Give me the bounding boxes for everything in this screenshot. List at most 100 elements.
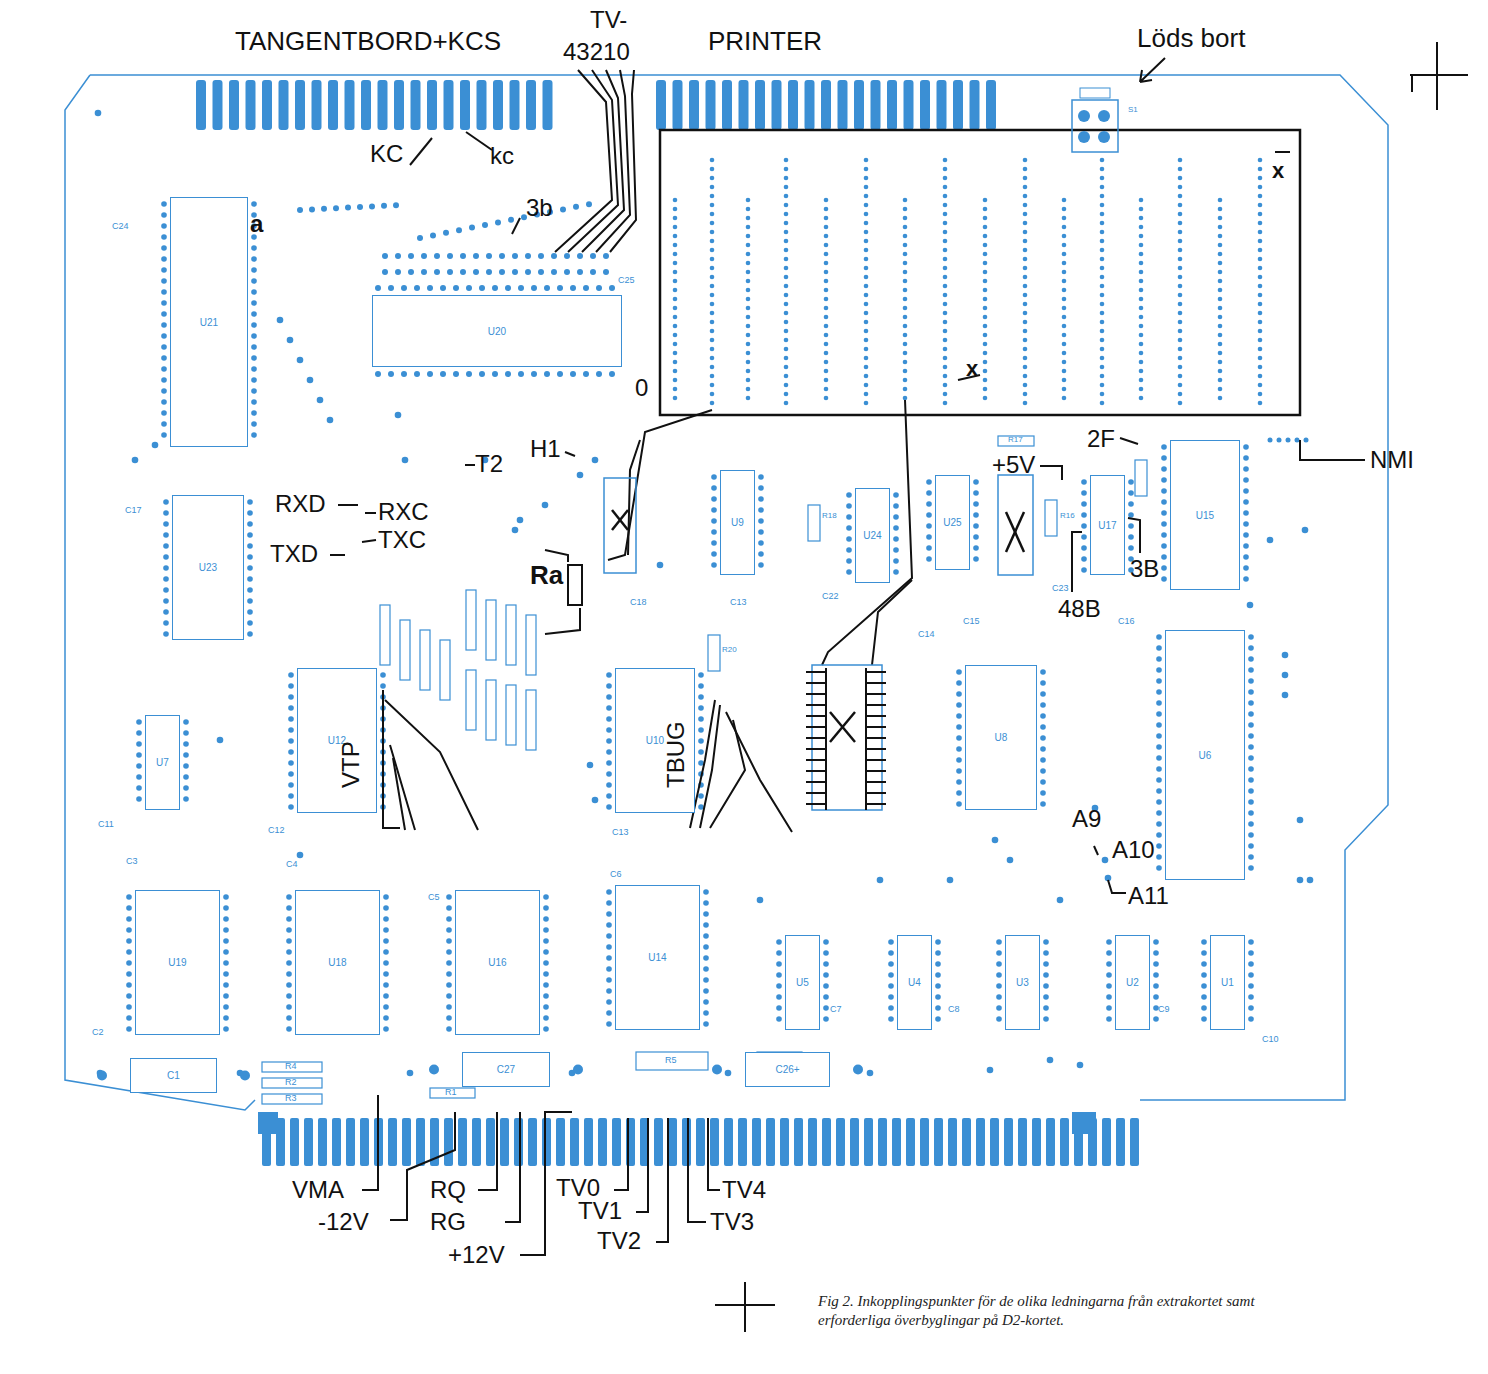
ic-chip: U21 [170,197,248,447]
pad [1023,203,1028,208]
pad [1218,297,1223,302]
pad [163,587,169,593]
pad [673,360,678,365]
pad [417,235,423,241]
part-label: U2 [1126,977,1139,988]
pad [956,801,962,807]
pad [1156,722,1162,728]
pad [1023,383,1028,388]
pad [1178,284,1183,289]
finger [673,80,683,130]
finger [612,1118,621,1166]
pad [1178,401,1183,406]
pad [673,261,678,266]
pad [1248,788,1254,794]
finger [710,1118,719,1166]
pad [926,479,932,485]
pad [996,950,1002,956]
pad [1277,438,1282,443]
pad [1062,297,1067,302]
pad [223,982,229,988]
signal-label: VMA [292,1178,344,1202]
finger [934,1118,943,1166]
pad [888,1016,894,1022]
signal-label: 43210 [563,40,630,64]
pad [1100,284,1105,289]
pin-stub [806,748,826,750]
signal-label: TV3 [710,1210,754,1234]
part-label: U25 [943,517,961,528]
pad [1100,347,1105,352]
pad [1100,221,1105,226]
pad [1201,994,1207,1000]
pad [1139,243,1144,248]
pad [1023,212,1028,217]
silkscreen-label: R17 [1008,436,1023,444]
ic-chip: U18 [295,890,380,1035]
finger [290,1118,299,1166]
pad [784,275,789,280]
pad [395,269,401,275]
pad [823,939,829,945]
pad [590,269,596,275]
pad [746,225,751,230]
pad [673,234,678,239]
pad [1023,320,1028,325]
pad [746,324,751,329]
pad [1218,288,1223,293]
pad [606,955,612,961]
pad [903,234,908,239]
pad [1023,266,1028,271]
pad [1302,527,1309,534]
pad [1062,198,1067,203]
pad [673,297,678,302]
pad [136,796,142,802]
pad [375,371,381,377]
pad [698,727,704,733]
finger [295,80,305,130]
pad [1106,950,1112,956]
pad [518,285,524,291]
pad [996,939,1002,945]
pad [1023,356,1028,361]
pad [479,285,485,291]
silkscreen-label: C18 [630,598,647,607]
pad [725,1070,732,1077]
pad [1139,297,1144,302]
pin-bar [825,668,827,810]
pad [846,536,852,542]
pad [161,223,167,229]
pad [864,320,869,325]
pad [1248,722,1254,728]
pad [1258,365,1263,370]
pad [606,922,612,928]
silkscreen-label: C22 [822,592,839,601]
pad [223,971,229,977]
pad [1178,167,1183,172]
part-label: U7 [156,757,169,768]
pad [1156,821,1162,827]
finger [528,1118,537,1166]
pad [1161,455,1167,461]
pad [383,971,389,977]
pad [712,1065,722,1075]
pad [1139,333,1144,338]
pad [1156,799,1162,805]
pad [251,311,257,317]
pad [823,972,829,978]
pad [286,993,292,999]
pad [606,900,612,906]
pad [746,297,751,302]
pad [1040,746,1046,752]
pad [893,558,899,564]
pad [297,207,303,213]
pad [288,727,294,733]
pad [1100,365,1105,370]
signal-label: TV1 [578,1199,622,1223]
pad [956,768,962,774]
finger [724,1118,733,1166]
finger [598,1118,607,1166]
finger [1130,1118,1139,1166]
pad [1201,972,1207,978]
pad [1248,777,1254,783]
